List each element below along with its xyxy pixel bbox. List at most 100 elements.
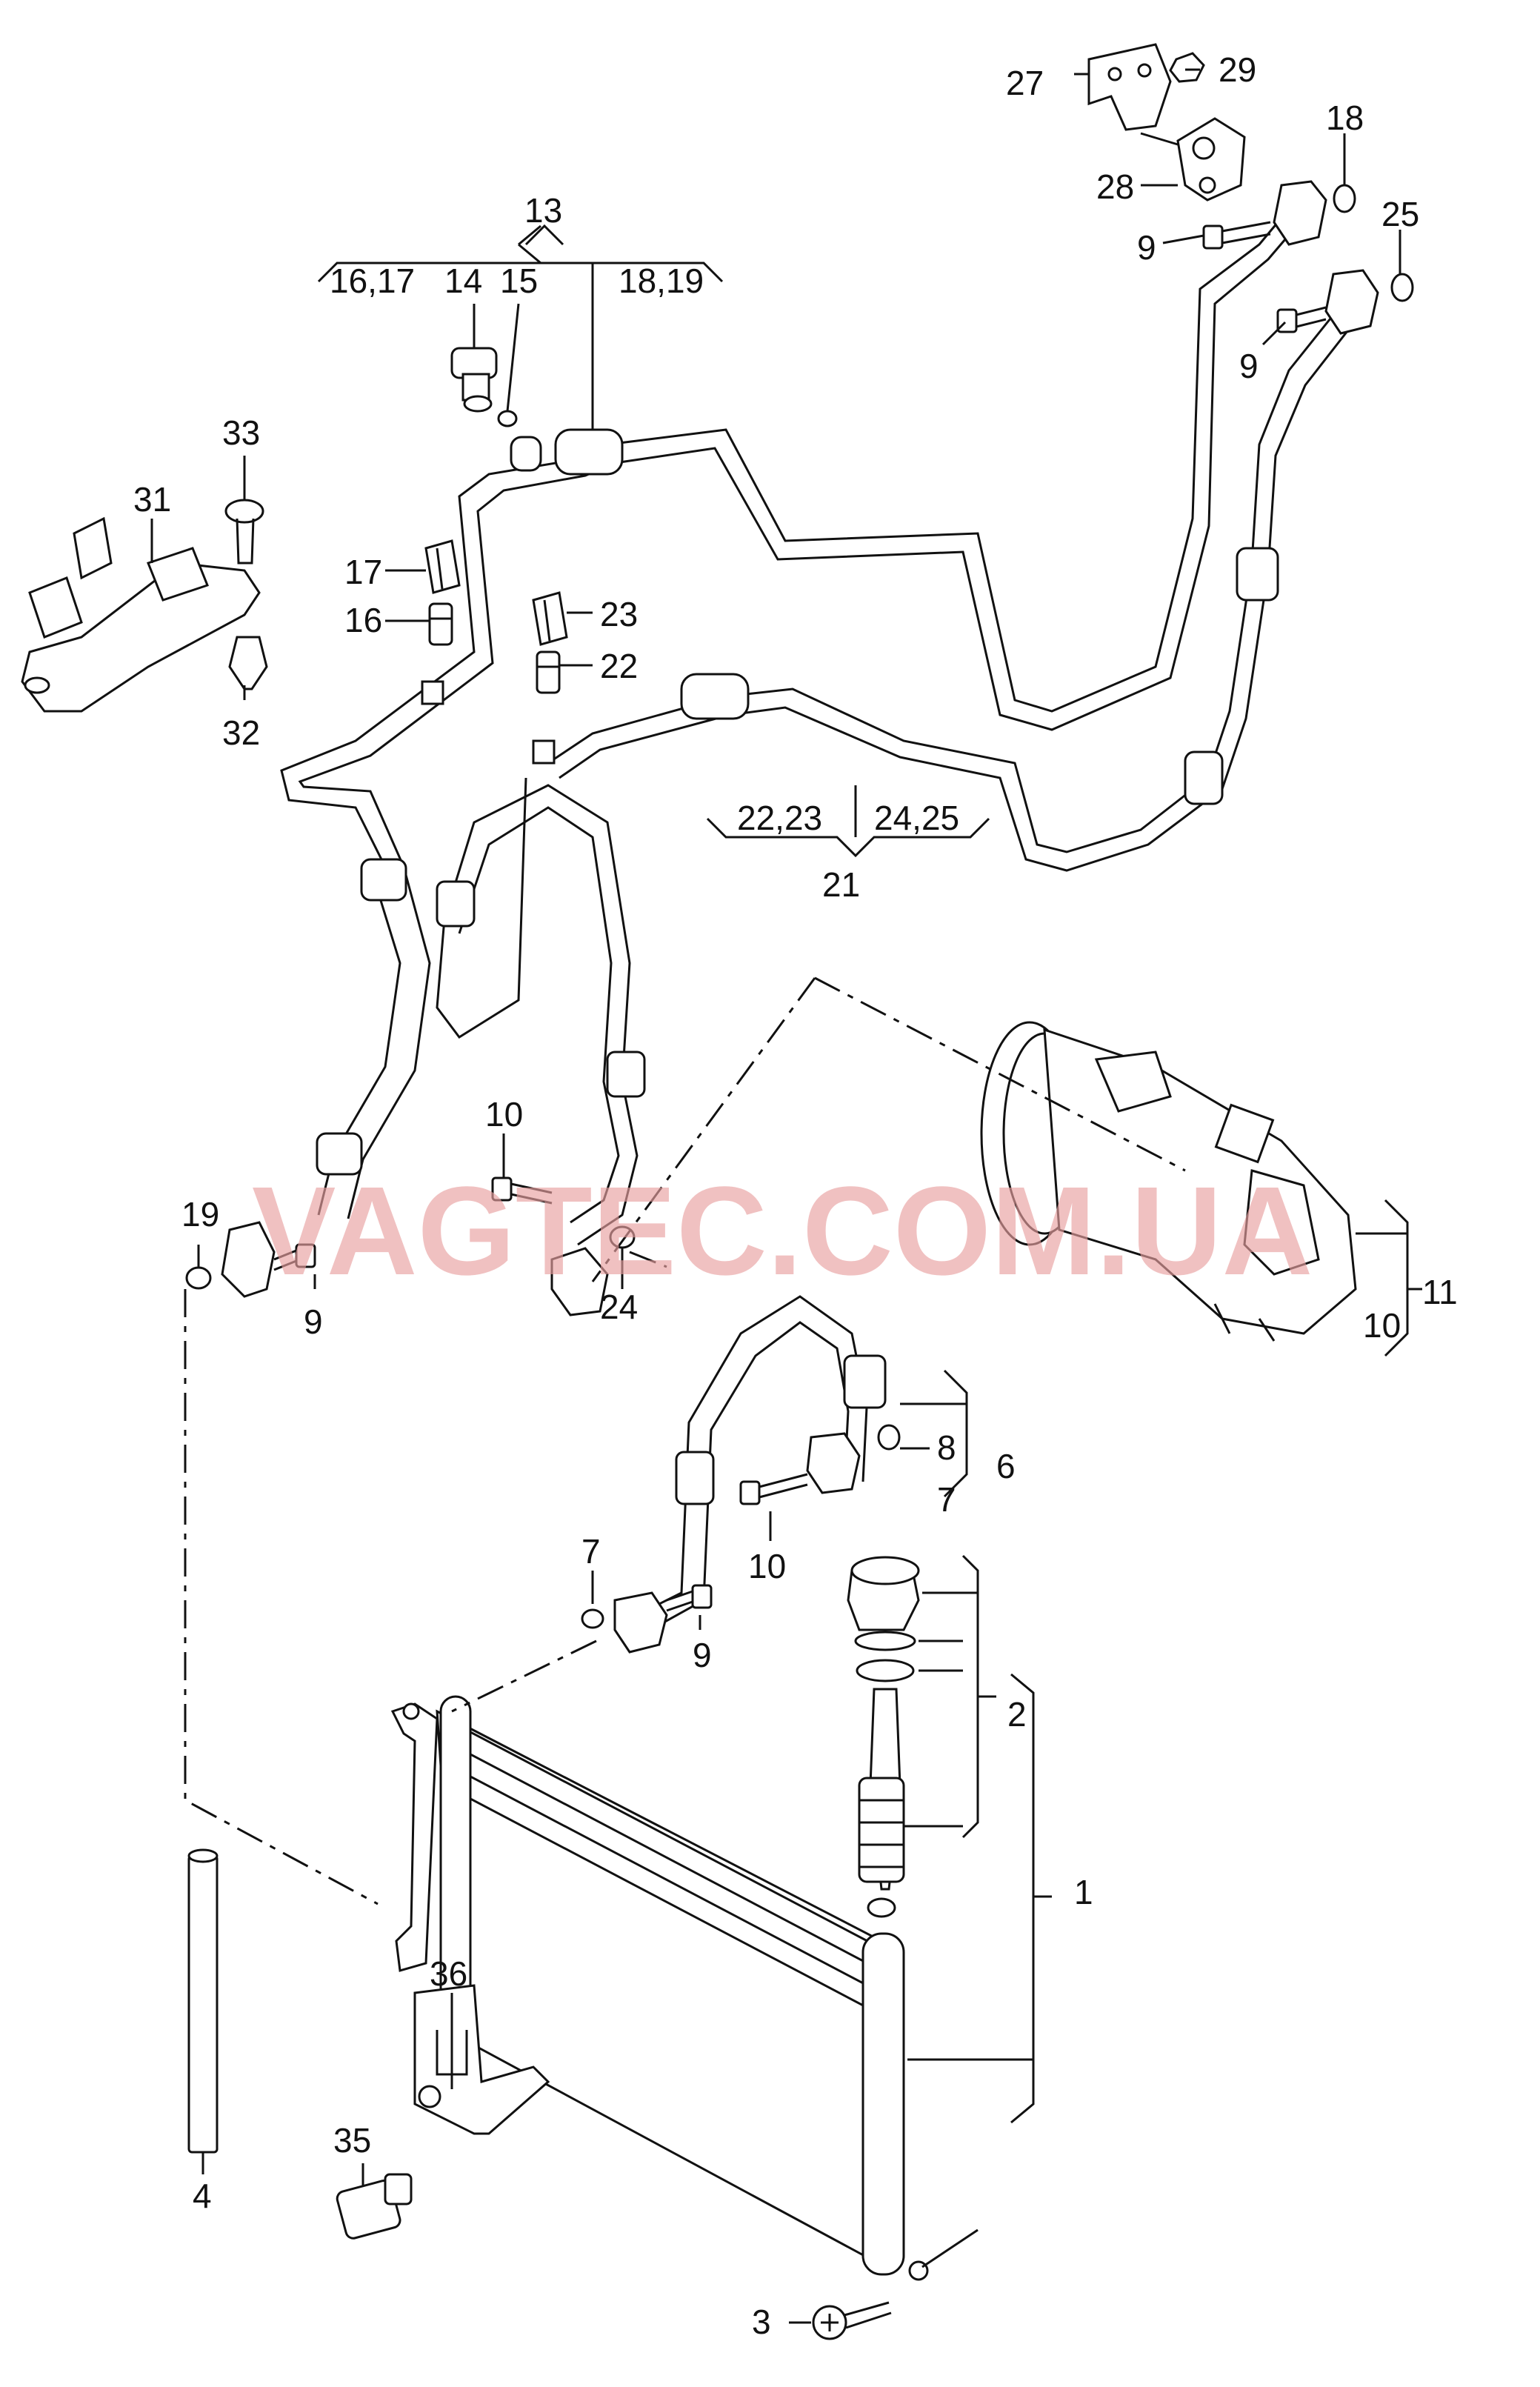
leader-lines [150, 68, 1422, 2324]
label-36: 36 [430, 1954, 467, 1993]
hose-ferrule-icon [606, 1051, 646, 1098]
label-14: 14 [444, 262, 482, 300]
label-9c: 9 [304, 1302, 323, 1341]
label-22: 22 [600, 647, 638, 685]
hose-ferrule-icon [675, 1451, 715, 1505]
bolt-9-low [666, 1584, 713, 1612]
seal-15-icon [497, 410, 518, 427]
hose-ferrule-icon [360, 858, 407, 902]
label-15: 15 [500, 262, 538, 300]
service-port-icon [532, 739, 556, 765]
label-16-17: 16,17 [330, 262, 415, 300]
screw-33 [224, 499, 264, 565]
label-28: 28 [1096, 167, 1134, 206]
bolt-9-top2 [1276, 306, 1327, 333]
part-labels: 1 2 3 4 6 7 7 8 9 9 9 9 10 10 10 11 13 1… [133, 50, 1458, 2341]
bracket-36 [413, 1984, 550, 2135]
o-ring-7-icon [581, 1608, 604, 1629]
connection-line [814, 976, 1186, 1172]
clip-32-icon [228, 636, 268, 690]
label-8: 8 [937, 1428, 956, 1467]
label-24-25: 24,25 [874, 799, 959, 837]
label-21: 21 [822, 865, 860, 904]
o-ring-25-icon [1390, 273, 1414, 302]
valve-core-16 [428, 602, 453, 646]
label-10c: 10 [1363, 1306, 1401, 1345]
label-4: 4 [193, 2177, 212, 2215]
label-19: 19 [181, 1195, 219, 1234]
hose-ferrule-icon [316, 1132, 363, 1176]
hose-lower [621, 1295, 887, 1639]
bolt-10-low [739, 1473, 808, 1505]
hose-center-arch [436, 777, 646, 1246]
o-ring-18-icon [1333, 184, 1356, 213]
hose-left [316, 858, 431, 1219]
label-2: 2 [1007, 1695, 1027, 1734]
valve-cap-23 [532, 591, 568, 646]
label-33: 33 [222, 413, 260, 452]
label-35: 35 [333, 2121, 371, 2160]
compressor-11 [980, 1021, 1357, 1342]
label-24: 24 [600, 1288, 638, 1326]
label-6: 6 [996, 1447, 1016, 1485]
label-7a: 7 [937, 1480, 956, 1519]
pipe-sleeve-icon [1236, 547, 1279, 602]
label-11: 11 [1422, 1273, 1458, 1311]
pipe-sleeve-icon [1184, 750, 1224, 805]
connection-line [451, 1639, 597, 1713]
label-23: 23 [600, 595, 638, 633]
connection-line [591, 977, 816, 1282]
label-1: 1 [1074, 1873, 1093, 1911]
rod-4 [187, 1848, 219, 2154]
label-9a: 9 [1137, 228, 1156, 267]
hose-ferrule-icon [843, 1354, 887, 1409]
line-flange-icon [550, 1247, 609, 1316]
bolt-10-mid [491, 1176, 553, 1205]
dryer-cartridge-2 [847, 1556, 920, 1918]
o-ring-8-icon [877, 1424, 901, 1451]
holder-31 [21, 516, 261, 713]
label-29: 29 [1219, 50, 1256, 89]
label-10b: 10 [748, 1547, 786, 1585]
condenser-1 [390, 1695, 929, 2281]
o-ring-19-icon [185, 1266, 212, 1290]
label-13: 13 [524, 191, 562, 230]
nut-29-icon [1169, 52, 1205, 83]
label-27: 27 [1006, 64, 1044, 102]
label-10a: 10 [485, 1095, 523, 1133]
switch-fitting-icon [510, 436, 542, 472]
watermark: VAGTEC.COM.UA [252, 1161, 1313, 1302]
bracket-27 [1087, 43, 1172, 131]
bolt-9-top [1202, 221, 1271, 250]
line-flange-icon [221, 1221, 276, 1298]
label-9b: 9 [1239, 347, 1259, 385]
label-18-19: 18,19 [619, 262, 704, 300]
label-3: 3 [752, 2303, 771, 2341]
label-22-23: 22,23 [737, 799, 822, 837]
sensor-35 [336, 2173, 413, 2240]
pipe-sleeve-icon [554, 428, 624, 476]
label-17: 17 [344, 553, 382, 591]
bolt-9-left [273, 1243, 316, 1271]
label-9d: 9 [693, 1636, 712, 1674]
label-16: 16 [344, 601, 382, 639]
label-7b: 7 [581, 1532, 601, 1571]
connection-line [184, 1289, 379, 1905]
refrigerant-line-upper [280, 190, 1313, 868]
hose-ferrule-icon [436, 880, 476, 928]
line-flange-icon [613, 1591, 668, 1654]
line-flange-icon [806, 1432, 861, 1494]
pressure-switch-14 [450, 347, 498, 413]
pipe-sleeve-icon [680, 673, 750, 720]
label-32: 32 [222, 713, 260, 752]
screw-3 [812, 2301, 892, 2340]
service-port-icon [421, 680, 444, 705]
valve-core-22 [536, 650, 561, 694]
label-18: 18 [1326, 99, 1364, 137]
valve-cap-17 [424, 539, 461, 594]
label-25: 25 [1381, 195, 1419, 233]
line-flange-icon [1273, 180, 1327, 246]
connection-line [629, 1251, 667, 1268]
clamp-28 [1140, 117, 1246, 202]
